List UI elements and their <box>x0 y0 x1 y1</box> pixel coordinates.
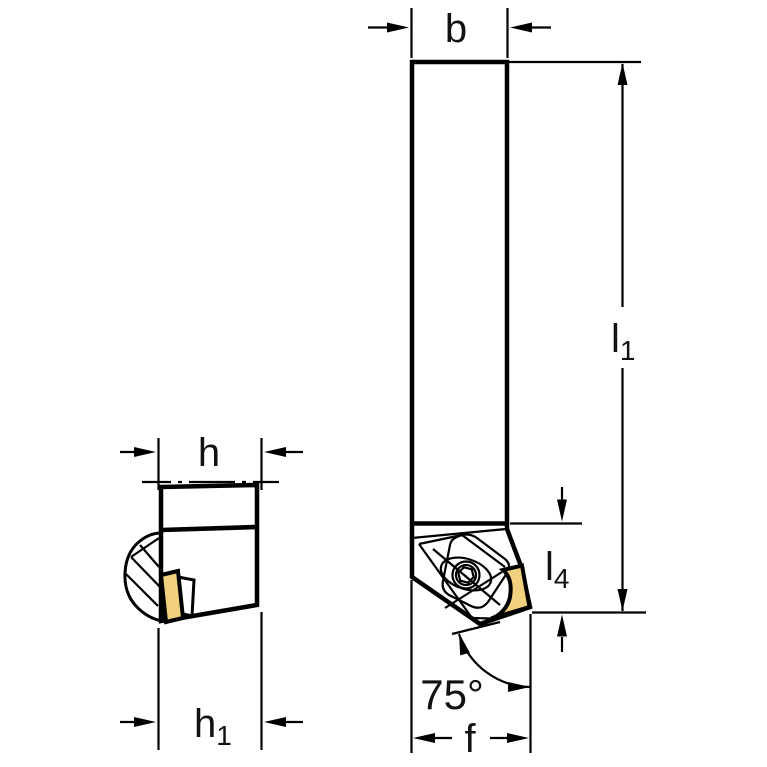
dim-label-l4: l4 <box>545 545 569 594</box>
cutting-insert-side <box>158 568 186 625</box>
clamp-screw <box>451 560 481 590</box>
clamp-lobe <box>123 531 164 623</box>
arrow-left-icon <box>264 447 286 457</box>
angle-label-75: 75° <box>420 671 484 718</box>
cutting-edge-extension <box>451 620 501 636</box>
arrow-arc-start-icon <box>459 633 470 656</box>
arrow-left-icon <box>264 717 286 727</box>
arrow-arc-end-icon <box>508 682 530 692</box>
dimension-l4: l4 <box>510 487 646 652</box>
side-view <box>123 482 260 625</box>
trigon-insert-outline <box>441 533 511 609</box>
dimension-l1: l1 <box>509 60 641 611</box>
tool-shank-body <box>409 59 533 627</box>
dimension-h1: h1 <box>120 612 303 751</box>
arrow-left-icon <box>413 733 435 743</box>
arrow-down-icon <box>557 499 567 522</box>
dimension-b: b <box>368 7 551 58</box>
arrow-right-icon <box>134 717 156 727</box>
head-joint-line-2 <box>411 527 507 540</box>
dim-label-h1: h1 <box>194 702 232 751</box>
side-view-body <box>158 482 260 624</box>
cutting-insert <box>490 563 532 621</box>
dimension-h: h <box>120 431 303 490</box>
front-view <box>409 59 533 636</box>
angle-dimension: 75° <box>420 633 531 718</box>
dim-label-l1: l1 <box>611 317 635 366</box>
insert-pocket-detail <box>418 533 511 620</box>
arrow-down-icon <box>617 589 628 611</box>
arrow-right-icon <box>134 447 156 457</box>
arrow-right-icon <box>507 733 529 743</box>
arrow-left-icon <box>510 22 532 33</box>
side-joint-line <box>160 524 258 533</box>
hex-socket-icon <box>457 566 475 584</box>
dim-label-h: h <box>198 431 220 475</box>
clamp-lobe-detail <box>125 537 162 607</box>
arrow-right-icon <box>387 22 409 33</box>
arrow-up-icon <box>617 63 628 85</box>
dim-label-f: f <box>464 717 476 761</box>
arrow-up-icon <box>557 614 567 637</box>
dim-label-b: b <box>445 7 467 51</box>
dimension-f: f <box>410 580 532 761</box>
